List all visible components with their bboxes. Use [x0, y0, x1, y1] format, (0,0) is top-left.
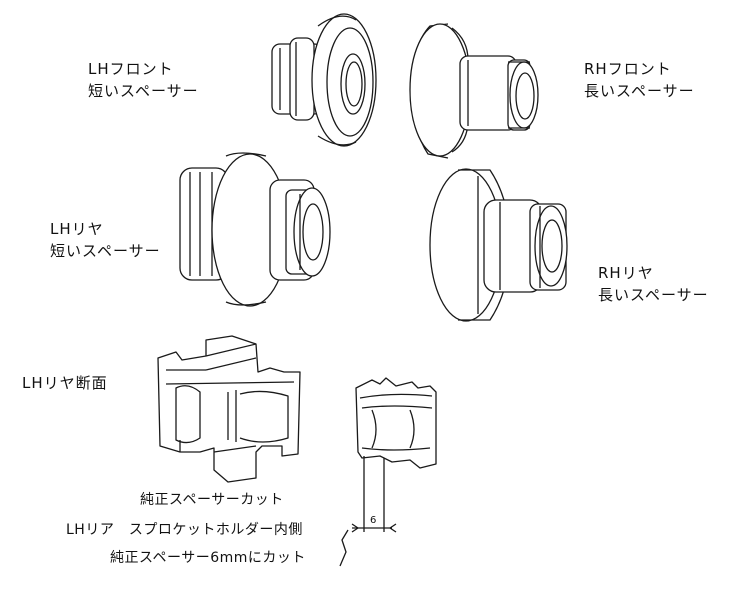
- cut-spacer-drawing: [355, 377, 437, 469]
- rh-rear-subtitle: 長いスペーサー: [598, 286, 709, 304]
- lh-front-subtitle: 短いスペーサー: [88, 82, 199, 100]
- rh-front-subtitle: 長いスペーサー: [584, 82, 695, 100]
- lh-rear-subtitle: 短いスペーサー: [50, 242, 161, 260]
- sprocket-holder-note: LHリア スプロケットホルダー内側: [66, 522, 303, 538]
- lh-rear-section-label: LHリヤ断面: [22, 374, 108, 392]
- rh-rear-title: RHリヤ: [598, 264, 654, 282]
- dimension-lines: [339, 456, 397, 567]
- rh-front-title: RHフロント: [584, 60, 672, 78]
- lh-rear-spacer: [179, 152, 331, 307]
- dimension-value: 6: [370, 515, 377, 526]
- lh-rear-label: LHリヤ 短いスペーサー: [50, 218, 161, 262]
- rh-front-label: RHフロント 長いスペーサー: [584, 58, 695, 102]
- lh-rear-title: LHリヤ: [50, 220, 104, 238]
- lh-front-title: LHフロント: [88, 60, 174, 78]
- rh-rear-spacer: [429, 168, 568, 322]
- cut-6mm-note: 純正スペーサー6mmにカット: [110, 550, 306, 566]
- cut-title-note: 純正スペーサーカット: [140, 492, 284, 508]
- lh-front-label: LHフロント 短いスペーサー: [88, 58, 199, 102]
- lh-rear-section-drawing: [157, 335, 301, 483]
- lh-front-spacer: [271, 13, 377, 147]
- rh-front-spacer: [409, 23, 539, 159]
- rh-rear-label: RHリヤ 長いスペーサー: [598, 262, 709, 306]
